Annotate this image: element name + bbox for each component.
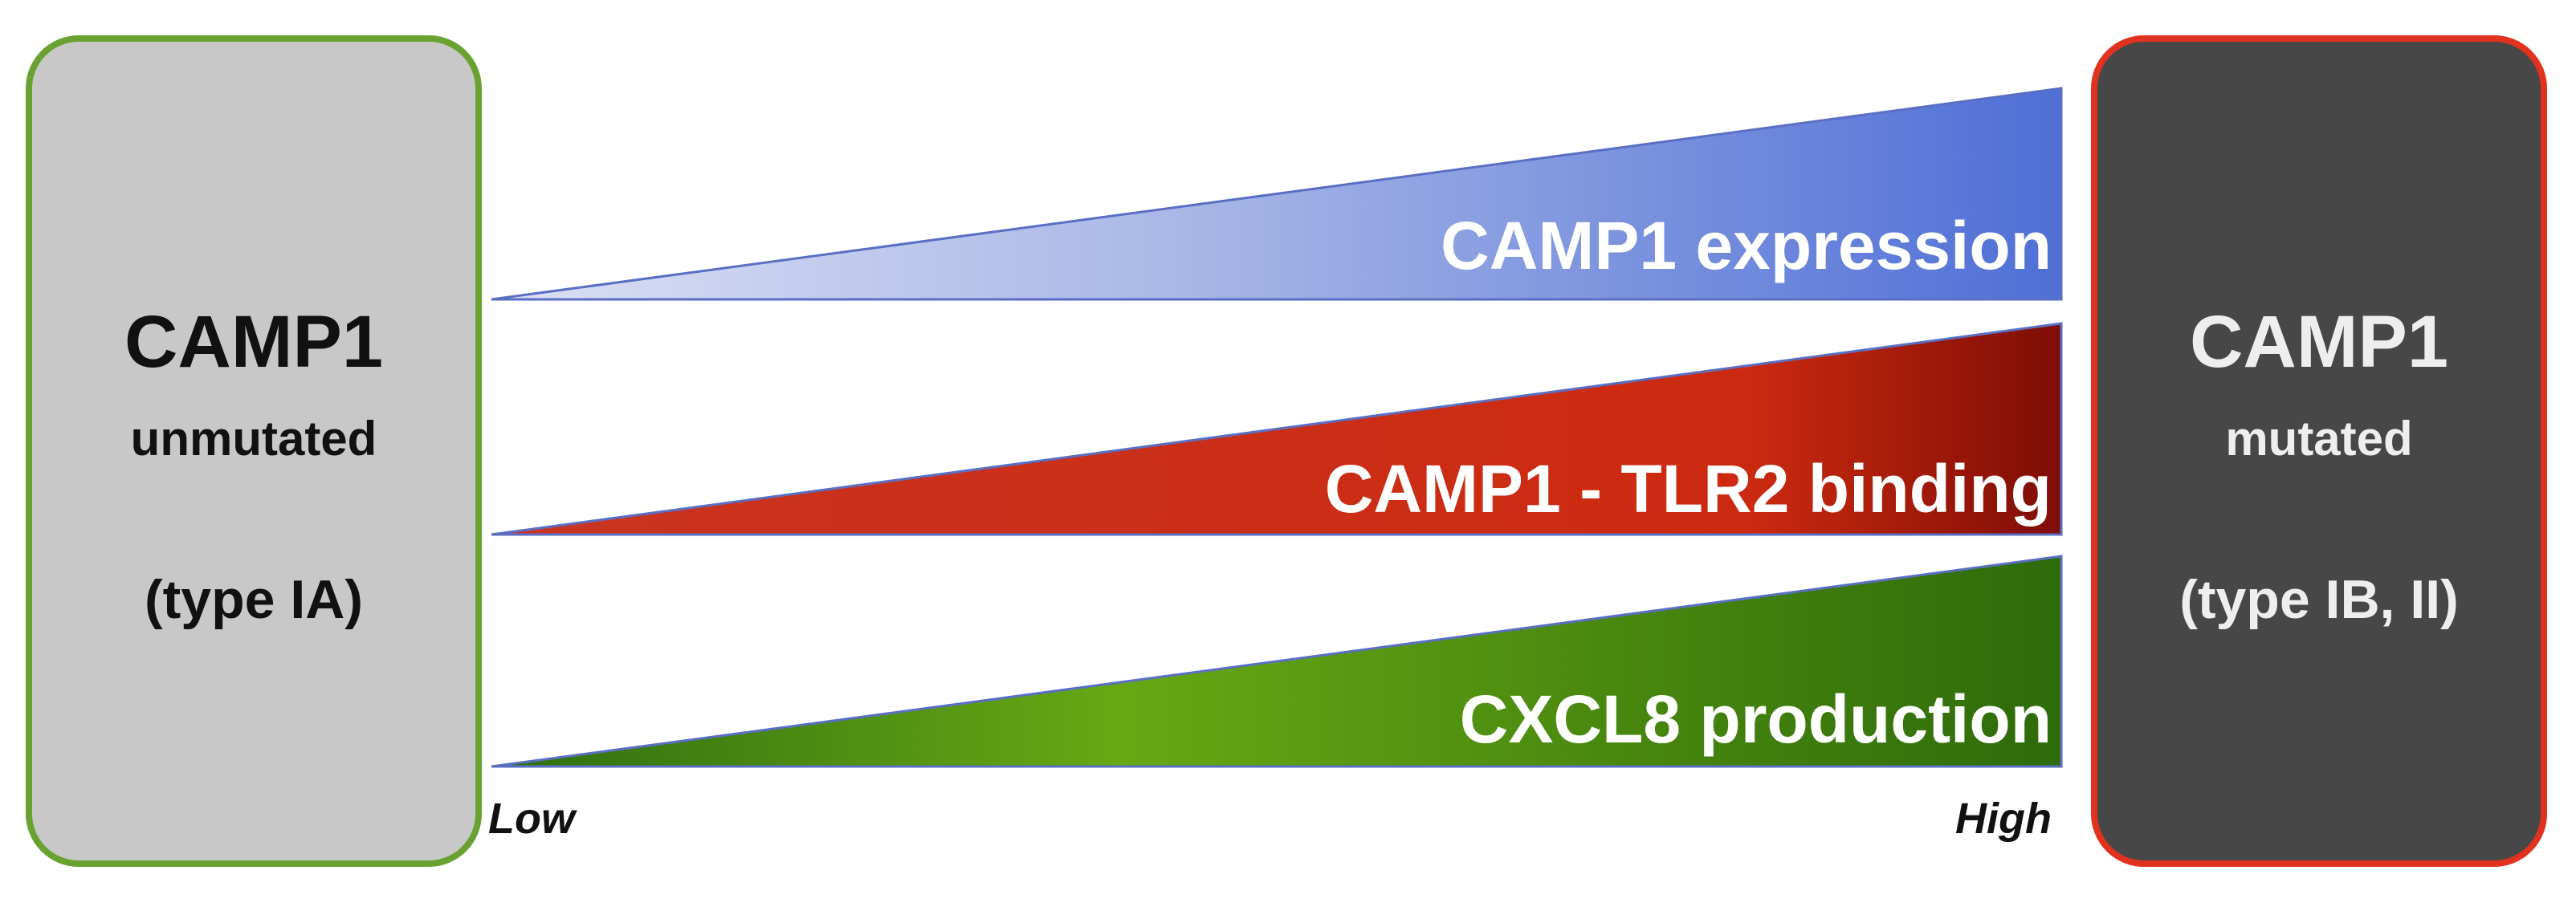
scale-high-label: High xyxy=(1955,795,2052,843)
wedge-production: CXCL8 production xyxy=(491,555,2063,768)
wedge-expression-shape xyxy=(491,87,2063,301)
left-box: CAMP1 unmutated (type IA) xyxy=(26,35,482,867)
wedge-expression: CAMP1 expression xyxy=(491,87,2063,301)
right-box-rect xyxy=(2091,35,2547,867)
left-box-title: CAMP1 xyxy=(124,301,383,383)
left-box-rect xyxy=(26,35,482,867)
wedge-production-label: CXCL8 production xyxy=(1460,681,2052,757)
right-box-subtitle: mutated xyxy=(2225,412,2412,466)
right-box-type-label: (type IB, II) xyxy=(2179,569,2459,630)
right-box-title: CAMP1 xyxy=(2190,301,2448,383)
wedge-binding-shape xyxy=(491,322,2063,536)
wedge-production-shape xyxy=(491,555,2063,768)
scale-low-label: Low xyxy=(488,795,577,843)
wedge-binding-label: CAMP1 - TLR2 binding xyxy=(1325,451,2052,527)
wedge-binding: CAMP1 - TLR2 binding xyxy=(491,322,2063,536)
left-box-subtitle: unmutated xyxy=(131,412,377,466)
wedge-expression-label: CAMP1 expression xyxy=(1441,208,2052,283)
left-box-type-label: (type IA) xyxy=(145,569,363,630)
right-box: CAMP1 mutated (type IB, II) xyxy=(2091,35,2547,867)
